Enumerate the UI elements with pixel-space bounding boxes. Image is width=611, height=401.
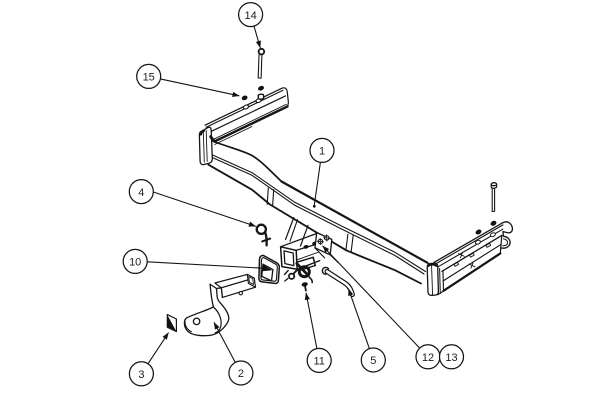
svg-text:12: 12 xyxy=(422,352,434,364)
svg-text:1: 1 xyxy=(319,146,325,158)
svg-text:15: 15 xyxy=(143,72,155,84)
svg-text:11: 11 xyxy=(313,356,324,368)
svg-text:14: 14 xyxy=(244,10,256,22)
svg-text:3: 3 xyxy=(138,369,144,381)
svg-text:4: 4 xyxy=(138,187,144,199)
svg-text:2: 2 xyxy=(238,368,244,380)
svg-text:13: 13 xyxy=(445,352,457,364)
svg-text:5: 5 xyxy=(370,355,376,367)
svg-text:10: 10 xyxy=(129,257,141,269)
